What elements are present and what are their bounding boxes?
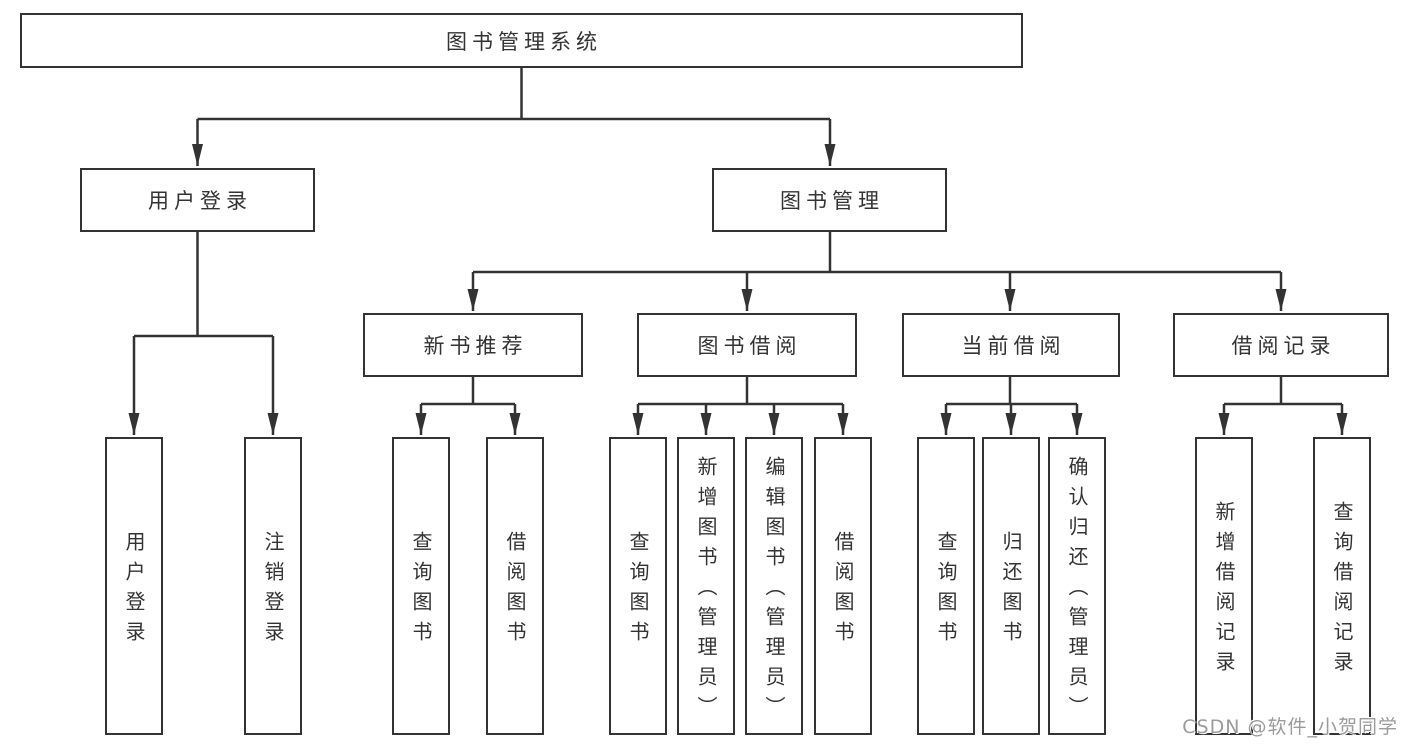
node-label: 用户登录 bbox=[148, 189, 252, 213]
node-library-management-system: 图书管理系统 bbox=[20, 13, 1023, 68]
node-current-borrow: 当前借阅 bbox=[902, 313, 1120, 377]
leaf-return-book: 归还图书 bbox=[982, 437, 1040, 735]
node-label: 图书借阅 bbox=[697, 334, 802, 358]
node-label: 图书管理 bbox=[780, 189, 884, 213]
leaf-add-borrow-record: 新增借阅记录 bbox=[1195, 437, 1253, 735]
node-new-book-recommend: 新书推荐 bbox=[363, 313, 583, 377]
leaf-edit-book-admin: 编辑图书（管理员） bbox=[745, 437, 803, 735]
leaf-label: 确认归还（管理员） bbox=[1065, 456, 1089, 726]
leaf-label: 新增图书（管理员） bbox=[694, 456, 718, 726]
leaf-query-books-current: 查询图书 bbox=[917, 437, 975, 735]
leaf-label: 新增借阅记录 bbox=[1212, 501, 1236, 681]
leaf-label: 注销登录 bbox=[261, 531, 285, 651]
leaf-label: 查询图书 bbox=[626, 531, 650, 651]
leaf-query-books-recommend: 查询图书 bbox=[392, 437, 450, 735]
leaf-query-books-borrow: 查询图书 bbox=[609, 437, 667, 735]
leaf-add-book-admin: 新增图书（管理员） bbox=[677, 437, 735, 735]
leaf-confirm-return-admin: 确认归还（管理员） bbox=[1048, 437, 1106, 735]
leaf-label: 编辑图书（管理员） bbox=[762, 456, 786, 726]
leaf-label: 查询图书 bbox=[409, 531, 433, 651]
node-borrow-records: 借阅记录 bbox=[1173, 313, 1389, 377]
node-label: 借阅记录 bbox=[1231, 334, 1336, 358]
leaf-label: 借阅图书 bbox=[831, 531, 855, 651]
csdn-watermark: CSDN @软件_小贺同学 bbox=[1182, 716, 1398, 738]
leaf-label: 查询图书 bbox=[934, 531, 958, 651]
leaf-borrow-books-recommend: 借阅图书 bbox=[486, 437, 544, 735]
node-label: 新书推荐 bbox=[423, 334, 528, 358]
node-book-management: 图书管理 bbox=[712, 168, 947, 232]
node-label: 当前借阅 bbox=[961, 334, 1066, 358]
leaf-label: 查询借阅记录 bbox=[1330, 501, 1354, 681]
leaf-user-login: 用户登录 bbox=[105, 437, 163, 735]
leaf-label: 用户登录 bbox=[122, 531, 146, 651]
leaf-borrow-books-borrow: 借阅图书 bbox=[814, 437, 872, 735]
leaf-label: 借阅图书 bbox=[503, 531, 527, 651]
leaf-label: 归还图书 bbox=[999, 531, 1023, 651]
node-user-login: 用户登录 bbox=[80, 168, 315, 232]
leaf-logout: 注销登录 bbox=[244, 437, 302, 735]
leaf-query-borrow-record: 查询借阅记录 bbox=[1313, 437, 1371, 735]
node-label: 图书管理系统 bbox=[446, 29, 602, 54]
node-book-borrow: 图书借阅 bbox=[637, 313, 857, 377]
